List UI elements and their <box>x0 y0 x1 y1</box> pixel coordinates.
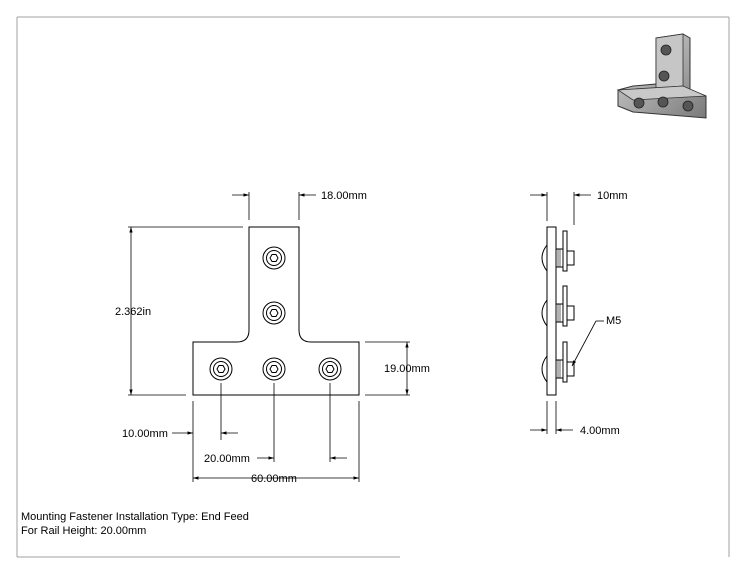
dim-edge-offset: 10.00mm <box>122 428 168 440</box>
front-dimension-lines <box>128 192 410 482</box>
thumbnail-holes <box>633 44 694 112</box>
sheet-border <box>16 16 730 558</box>
dim-plate-thickness: 4.00mm <box>580 425 620 437</box>
installation-type-note: Mounting Fastener Installation Type: End… <box>21 511 249 523</box>
isometric-thumbnail <box>616 33 707 119</box>
side-view <box>541 226 575 396</box>
front-holes <box>209 246 342 381</box>
front-view <box>192 226 360 396</box>
dim-hole-pitch: 20.00mm <box>204 453 250 465</box>
side-dimension-lines <box>530 192 604 434</box>
side-plate <box>546 226 557 396</box>
fastener-callout: M5 <box>606 315 621 327</box>
dim-top-width: 18.00mm <box>321 190 367 202</box>
dim-arm-height: 19.00mm <box>384 363 430 375</box>
side-fastener-1 <box>541 230 575 273</box>
dim-side-thickness: 10mm <box>597 190 628 202</box>
side-fastener-2 <box>541 285 575 328</box>
rail-height-note: For Rail Height: 20.00mm <box>21 525 147 537</box>
side-fastener-3 <box>541 341 575 384</box>
dim-total-width: 60.00mm <box>251 473 297 485</box>
dim-overall-height: 2.362in <box>115 306 151 318</box>
